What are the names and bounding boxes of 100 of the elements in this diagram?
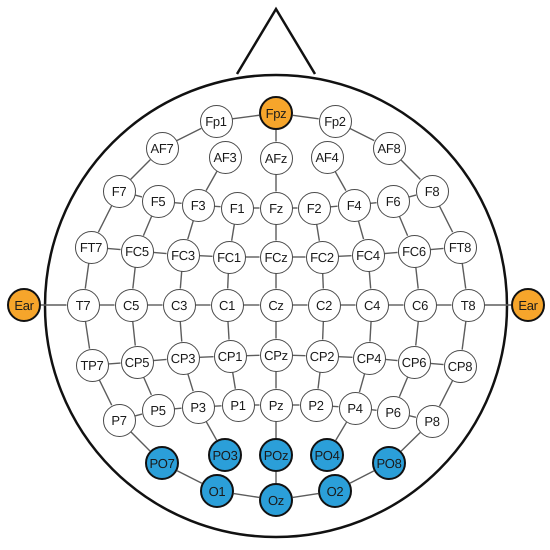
connector-line xyxy=(369,321,372,342)
connector-line xyxy=(98,380,112,406)
electrode-circle: AF8 xyxy=(372,132,406,164)
electrode-circle: CP2 xyxy=(306,340,338,372)
connector-line xyxy=(462,263,466,289)
connector-line xyxy=(358,220,364,240)
electrode-circle: CP4 xyxy=(352,342,386,374)
connector-line xyxy=(142,376,152,396)
connector-line xyxy=(332,406,339,408)
connector-line xyxy=(430,248,444,250)
connector-line xyxy=(438,205,454,233)
electrode-circle: TP7 xyxy=(76,348,108,382)
electrode-circle: F3 xyxy=(182,188,214,222)
connector-line xyxy=(368,271,372,289)
connector-line xyxy=(436,304,452,306)
electrode-circle: F4 xyxy=(338,188,370,222)
connector-line xyxy=(484,304,511,306)
connector-line xyxy=(408,194,416,198)
electrode-circle: POz xyxy=(259,438,293,472)
electrode-circle: PO4 xyxy=(310,438,344,472)
connector-line xyxy=(214,405,222,407)
connector-line xyxy=(153,358,167,362)
connector-line xyxy=(292,304,308,306)
electrode-circle: P1 xyxy=(222,388,254,422)
electrode-circle: FC4 xyxy=(352,238,384,272)
electrode-circle: F5 xyxy=(142,184,174,218)
electrode-circle: CP6 xyxy=(398,346,430,378)
connector-line xyxy=(174,202,182,204)
connector-line xyxy=(338,356,353,358)
electrode-circle: F7 xyxy=(102,174,136,208)
connector-line xyxy=(41,304,66,306)
electrode-circle: C1 xyxy=(210,288,244,322)
connector-line xyxy=(205,171,218,191)
electrode-circle: FC1 xyxy=(212,240,246,274)
connector-line xyxy=(180,321,182,342)
connector-line xyxy=(205,421,218,441)
connector-line xyxy=(176,128,202,142)
connector-line xyxy=(317,372,321,389)
electrode-circle: P6 xyxy=(376,396,410,428)
electrode-circle: CP1 xyxy=(214,340,246,372)
connector-line xyxy=(430,362,444,366)
connector-line xyxy=(153,252,167,254)
connector-line xyxy=(398,376,408,398)
electrode-circle: T8 xyxy=(452,288,484,322)
connector-line xyxy=(275,274,277,288)
connector-line xyxy=(415,321,419,346)
connector-line xyxy=(234,492,260,498)
connector-line xyxy=(100,304,114,306)
connector-line xyxy=(275,472,277,483)
connector-line xyxy=(84,321,90,349)
electrode-circle: CPz xyxy=(260,338,292,372)
electrode-circle: Pz xyxy=(260,388,292,422)
electrode-circle: Oz xyxy=(259,483,293,517)
electrode-circle: Fz xyxy=(260,192,292,224)
electrode-circle: FC6 xyxy=(398,234,430,268)
connector-line xyxy=(340,304,356,306)
connector-line xyxy=(398,216,408,236)
electrode-circle: CP3 xyxy=(166,342,200,374)
connector-line xyxy=(275,422,277,438)
electrode-circle: F1 xyxy=(220,192,254,224)
electrode-circle: O2 xyxy=(318,474,352,508)
connector-line xyxy=(400,159,421,180)
electrode-circle: Ear xyxy=(511,288,545,322)
connector-line xyxy=(335,422,348,441)
connector-line xyxy=(214,206,221,208)
connector-line xyxy=(350,470,374,484)
electrode-circle: F8 xyxy=(416,174,448,208)
connector-line xyxy=(275,224,277,240)
electrode-circle: C4 xyxy=(356,288,388,322)
connector-line xyxy=(134,413,142,417)
electrode-circle: FT7 xyxy=(74,230,108,264)
connector-line xyxy=(199,255,213,257)
electrode-circle: P4 xyxy=(338,392,372,424)
connector-line xyxy=(148,304,162,306)
electrode-circle: P5 xyxy=(142,394,174,426)
connector-line xyxy=(438,380,454,407)
electrode-circle: FCz xyxy=(260,240,292,274)
connector-line xyxy=(292,114,319,120)
electrode-circle: FC2 xyxy=(306,240,338,274)
connector-line xyxy=(316,224,320,241)
connector-line xyxy=(400,432,421,452)
electrode-circle: P3 xyxy=(182,390,214,424)
connector-line xyxy=(226,273,230,289)
connector-line xyxy=(415,267,419,289)
connector-line xyxy=(230,224,236,241)
electrode-circle: F6 xyxy=(376,184,410,218)
connector-line xyxy=(385,358,398,362)
connector-line xyxy=(142,216,152,236)
electrode-circle: Fp1 xyxy=(200,104,232,138)
connector-line xyxy=(196,304,210,306)
electrode-circle: CP5 xyxy=(120,346,154,378)
electrode-circle: FT8 xyxy=(444,230,476,264)
electrode-circle: FC3 xyxy=(166,238,200,272)
connector-line xyxy=(174,408,182,410)
connector-line xyxy=(199,356,214,358)
electrode-circle: P8 xyxy=(416,404,448,438)
electrode-circle: C2 xyxy=(308,288,340,322)
electrode-circle: C6 xyxy=(404,288,436,322)
connector-line xyxy=(232,372,236,389)
connector-line xyxy=(98,205,112,233)
